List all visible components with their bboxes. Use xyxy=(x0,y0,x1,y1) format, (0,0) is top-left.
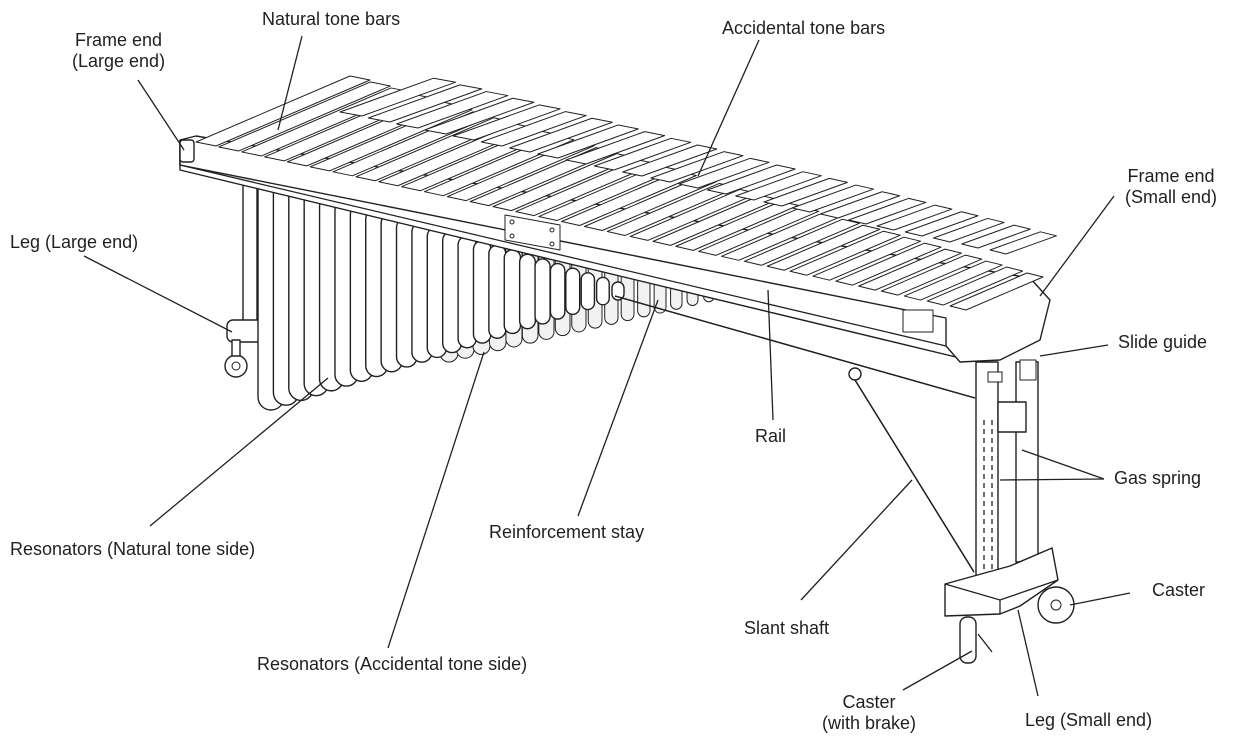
natural-tone-bar xyxy=(926,266,1024,306)
label-slide-guide: Slide guide xyxy=(1118,332,1208,352)
natural-tone-bar xyxy=(903,260,1003,301)
accidental-tone-bar xyxy=(509,117,613,153)
natural-tone-bar xyxy=(218,81,391,152)
accidental-tone-bars xyxy=(339,77,1057,255)
label-caster-brake-line2: (with brake) xyxy=(822,713,917,733)
label-gas-spring: Gas spring xyxy=(1114,468,1202,488)
label-resonators-accidental-tone-side: Resonators (Accidental tone side) xyxy=(257,654,528,674)
accidental-tone-bar xyxy=(565,131,666,165)
accidental-tone-bar xyxy=(593,137,692,171)
natural-resonator-tube xyxy=(534,258,551,325)
label-slant-shaft: Slant shaft xyxy=(744,618,830,638)
label-rail: Rail xyxy=(755,426,787,446)
label-caster-brake-line1: Caster xyxy=(842,692,896,712)
accidental-tone-bar xyxy=(650,151,744,183)
accidental-tone-bar xyxy=(396,91,509,129)
label-leg-large-end: Leg (Large end) xyxy=(10,232,139,252)
natural-resonator-tube xyxy=(549,262,566,320)
accidental-tone-bar xyxy=(480,111,587,147)
label-frame-end-large-line2: (Large end) xyxy=(72,51,166,71)
accidental-tone-bar xyxy=(819,191,901,219)
accidental-tone-bar xyxy=(622,144,718,177)
label-frame-end-large-end: Frame end (Large end) xyxy=(72,30,165,72)
accidental-tone-bar xyxy=(904,211,979,237)
label-natural-tone-bars: Natural tone bars xyxy=(262,9,401,29)
label-caster-with-brake: Caster (with brake) xyxy=(822,692,916,734)
label-frame-end-large-line1: Frame end xyxy=(75,30,163,50)
natural-tone-bar xyxy=(423,135,575,197)
leader-lines xyxy=(83,35,1131,697)
natural-tone-bar xyxy=(949,272,1044,311)
accidental-tone-bar xyxy=(678,157,770,189)
natural-resonator-tube xyxy=(580,272,596,311)
natural-resonator-tube xyxy=(565,267,581,316)
natural-resonator-tube xyxy=(595,276,610,306)
label-frame-end-small-end: Frame end (Small end) xyxy=(1125,166,1217,208)
label-frame-end-small-line1: Frame end xyxy=(1127,166,1215,186)
accidental-tone-bar xyxy=(932,217,1005,243)
leg-small-end-shape xyxy=(944,359,1075,664)
accidental-tone-bar xyxy=(763,177,848,207)
natural-tone-bar xyxy=(561,171,697,227)
label-accidental-tone-bars: Accidental tone bars xyxy=(722,18,886,38)
accidental-tone-bar xyxy=(876,204,953,231)
label-resonators-natural-tone-side: Resonators (Natural tone side) xyxy=(10,539,256,559)
label-frame-end-small-line2: (Small end) xyxy=(1125,187,1218,207)
accidental-tone-bar xyxy=(848,197,927,225)
accidental-tone-bar xyxy=(735,171,822,201)
natural-tone-bar xyxy=(766,224,881,271)
label-caster: Caster xyxy=(1152,580,1206,600)
natural-tone-bar xyxy=(880,254,983,296)
label-reinforcement-stay: Reinforcement stay xyxy=(489,522,645,542)
accidental-tone-bar xyxy=(706,164,796,195)
natural-tone-bar xyxy=(858,248,962,291)
natural-resonator-tube xyxy=(518,253,537,330)
stay-and-shaft xyxy=(614,295,976,573)
accidental-tone-bar xyxy=(452,104,561,141)
accidental-tone-bar xyxy=(424,97,535,135)
natural-tone-bar xyxy=(743,218,860,266)
accidental-tone-bar xyxy=(791,184,875,213)
accidental-tone-bar xyxy=(989,231,1057,255)
accidental-tone-bar xyxy=(339,77,457,117)
accidental-tone-bar xyxy=(367,84,483,123)
accidental-tone-bar xyxy=(961,224,1031,249)
natural-tone-bar xyxy=(789,230,901,276)
natural-tone-bar xyxy=(698,206,820,256)
natural-resonators xyxy=(257,175,625,411)
natural-resonator-tube xyxy=(503,249,522,335)
frame-body xyxy=(179,135,1051,363)
natural-tone-bar xyxy=(835,242,942,286)
natural-resonator-tube xyxy=(611,281,625,301)
accidental-tone-bar xyxy=(537,124,639,159)
natural-tone-bar xyxy=(812,236,922,281)
label-leg-small-end: Leg (Small end) xyxy=(1025,710,1153,730)
natural-resonator-tube xyxy=(488,244,507,339)
